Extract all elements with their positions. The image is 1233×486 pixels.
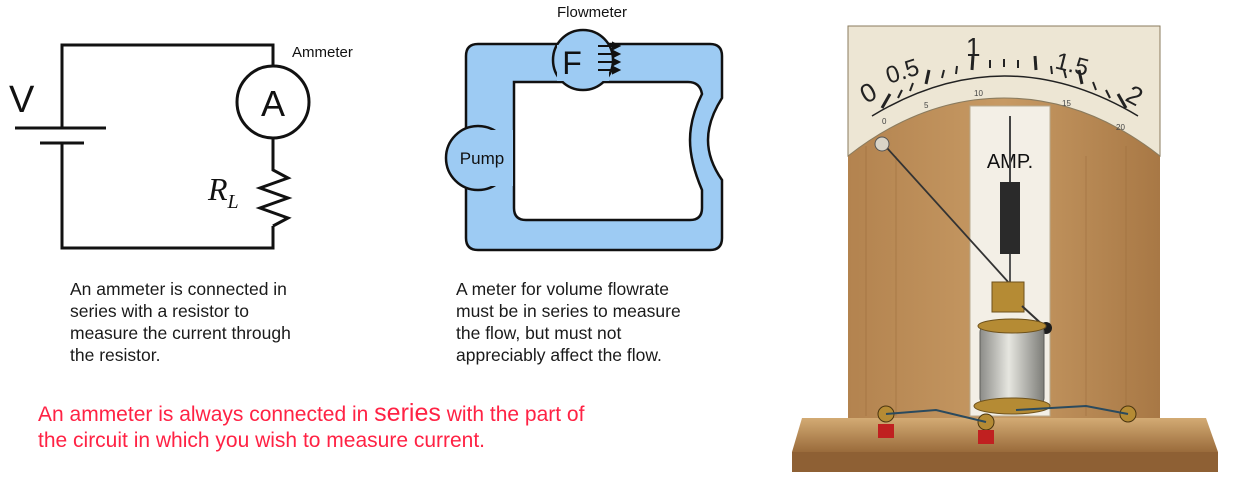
ammeter-photo: 0 0.5 1 1.5 2 0 5 10 15 20 AMP. <box>786 6 1229 482</box>
ammeter-circle <box>235 64 311 140</box>
minor-scale-5: 5 <box>924 101 929 110</box>
scale-1: 1 <box>966 32 980 62</box>
circuit-diagram: V Ammeter A RL <box>9 43 353 250</box>
flowmeter-symbol: F <box>562 45 582 81</box>
wooden-base <box>792 418 1218 452</box>
ammeter-label: Ammeter <box>292 44 353 61</box>
minor-scale-20: 20 <box>1116 123 1125 132</box>
bottom-wire <box>60 143 275 250</box>
resistor <box>255 160 293 228</box>
series-note: An ammeter is always connected in series… <box>38 399 585 452</box>
pump-label: Pump <box>460 149 504 168</box>
flow-diagram: Flowmeter F Pump <box>444 4 724 252</box>
ammeter-symbol: A <box>261 83 285 124</box>
minor-scale-0: 0 <box>882 117 887 126</box>
pipe-loop <box>464 42 724 252</box>
circuit-caption: An ammeter is connected in series with a… <box>70 279 291 365</box>
minor-scale-10: 10 <box>974 89 983 98</box>
flowmeter-label: Flowmeter <box>557 4 627 21</box>
flow-arrows-icon <box>598 41 622 75</box>
top-wire <box>60 43 275 128</box>
needle <box>877 137 1011 285</box>
minor-scale-15: 15 <box>1062 99 1071 108</box>
dial-plate <box>847 25 1161 158</box>
solenoid-coil <box>979 325 1045 405</box>
flow-caption: A meter for volume flowrate must be in s… <box>456 279 681 365</box>
voltage-label: V <box>9 79 35 121</box>
series-emphasis: series <box>374 399 441 427</box>
iron-core <box>1000 182 1020 254</box>
resistor-label: RL <box>207 171 239 213</box>
